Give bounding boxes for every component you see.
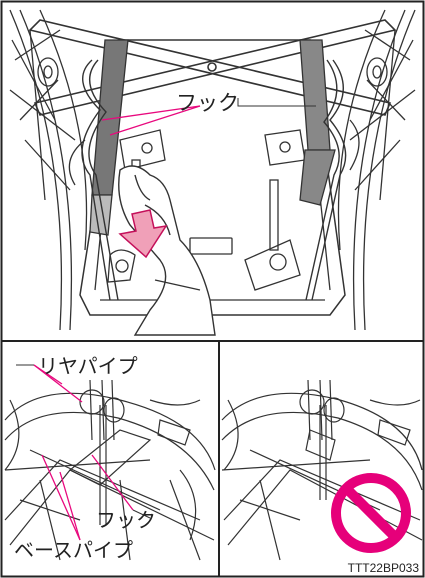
hook-label-top: フック [176,91,239,115]
top-panel [9,9,416,336]
hook-leader-bottom [91,454,134,511]
right-wheel [337,9,416,331]
left-wheel [9,9,88,331]
rear-pipe-leader [33,364,63,385]
rear-pipe-right [299,39,336,206]
base-pipe-leader [41,454,81,541]
cross-brace [28,19,397,116]
hand [118,165,216,336]
detail-correct-panel [4,379,216,561]
push-down-arrow-icon [118,209,168,259]
figure-code: TTT22BP033 [348,561,420,575]
base-pipe-label: ベースパイプ [14,538,133,562]
rear-pipe-label: リヤパイプ [38,354,138,378]
detail-incorrect-panel [221,379,423,561]
hook-leader [109,105,201,136]
hook-label-bottom: フック [96,508,156,532]
prohibition-icon [331,473,411,553]
hook-leader [101,105,201,121]
base-pipe-leader [59,471,81,541]
